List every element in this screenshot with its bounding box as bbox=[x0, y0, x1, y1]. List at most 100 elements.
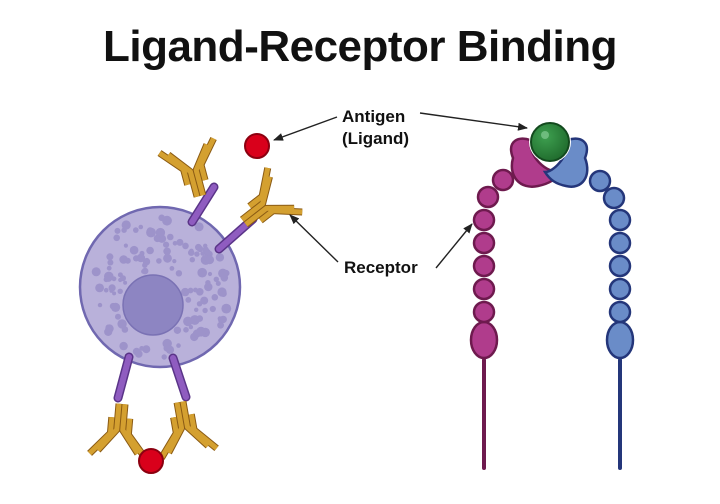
cell-granule bbox=[202, 246, 209, 253]
blue-bead bbox=[602, 186, 626, 210]
cell-granule bbox=[115, 313, 121, 320]
magenta-bead bbox=[472, 300, 496, 324]
cell-granule bbox=[142, 345, 151, 354]
cell-granule bbox=[200, 296, 209, 305]
cell-granule bbox=[196, 315, 203, 322]
receptor-chain-magenta bbox=[469, 137, 563, 470]
receptor-chain-blue bbox=[542, 137, 635, 470]
cell-granule bbox=[196, 301, 203, 307]
cell-granule bbox=[104, 271, 114, 282]
cell-granule bbox=[194, 307, 199, 312]
cell-granule bbox=[161, 354, 167, 360]
antibody bbox=[87, 403, 149, 461]
cell-granule bbox=[158, 214, 165, 222]
cell-granule bbox=[138, 224, 144, 230]
cell-granule bbox=[103, 287, 109, 293]
antigen-label-line1: Antigen bbox=[342, 107, 406, 126]
cell-granule bbox=[219, 315, 227, 324]
cell-granule bbox=[217, 287, 227, 297]
cell-granule bbox=[124, 257, 131, 264]
cell-granules bbox=[91, 214, 232, 360]
arrow-receptor-right bbox=[435, 223, 473, 269]
cell-granule bbox=[172, 241, 178, 246]
magenta-bead bbox=[472, 254, 496, 278]
cell-granule bbox=[163, 253, 172, 263]
cell-granule bbox=[194, 222, 204, 232]
cell-granule bbox=[135, 350, 143, 358]
cell-granule bbox=[221, 303, 232, 314]
cell-granule bbox=[139, 346, 145, 351]
antigen-red-top bbox=[244, 133, 270, 159]
cell-granule bbox=[117, 319, 127, 329]
antigen-label-line2: (Ligand) bbox=[342, 129, 410, 148]
cell-granule bbox=[197, 267, 207, 278]
magenta-bead bbox=[472, 277, 496, 301]
cell-granule bbox=[113, 234, 120, 242]
cell-granule bbox=[205, 255, 215, 265]
cell-granule bbox=[121, 220, 131, 230]
cell-granule bbox=[111, 302, 121, 312]
antigen-red-bottom bbox=[138, 448, 164, 474]
arrow-antigen-left bbox=[273, 116, 338, 141]
blue-bead bbox=[608, 300, 632, 324]
antigen-label: Antigen (Ligand) bbox=[342, 106, 409, 150]
cell-granule bbox=[163, 241, 170, 248]
cell-granule bbox=[123, 280, 128, 285]
magenta-bead bbox=[472, 208, 496, 232]
cell-granule bbox=[215, 253, 225, 262]
cell-granule bbox=[195, 243, 202, 251]
magenta-bead bbox=[472, 231, 496, 255]
arrow-receptor-left bbox=[289, 214, 339, 263]
cell-granule bbox=[156, 258, 162, 264]
cell-granule bbox=[155, 227, 166, 238]
cell-granule bbox=[142, 262, 148, 268]
cell-granule bbox=[112, 291, 117, 296]
cell-granule bbox=[182, 242, 189, 250]
cell-granule bbox=[123, 243, 128, 248]
blue-bead bbox=[588, 169, 612, 193]
cell-granule bbox=[169, 266, 175, 271]
cell-granule bbox=[194, 251, 200, 257]
cell-granule bbox=[187, 287, 194, 294]
antibody bbox=[157, 137, 217, 198]
cell-granule bbox=[183, 316, 193, 327]
cell-granule bbox=[173, 326, 182, 334]
cell-granule bbox=[175, 270, 183, 277]
cell-granule bbox=[91, 267, 101, 277]
cell-granule bbox=[176, 343, 181, 348]
blue-bead bbox=[608, 277, 632, 301]
cell-granule bbox=[192, 329, 201, 338]
cell-granule bbox=[144, 257, 150, 264]
magenta-bead bbox=[476, 185, 500, 209]
cell-granule bbox=[165, 345, 175, 354]
cell-granule bbox=[213, 276, 219, 282]
cell-granule bbox=[218, 268, 228, 279]
cell-granule bbox=[108, 284, 116, 292]
cell-granule bbox=[106, 265, 112, 271]
cell-granule bbox=[211, 294, 219, 301]
cell-granule bbox=[176, 238, 184, 246]
cell-granule bbox=[106, 253, 114, 261]
blue-bead bbox=[608, 254, 632, 278]
cell-granule bbox=[114, 227, 121, 234]
cell-granule bbox=[97, 302, 103, 308]
cell-granule bbox=[129, 245, 139, 255]
cell-granule bbox=[189, 257, 195, 263]
antigen-green bbox=[529, 121, 571, 163]
magenta-domain bbox=[469, 320, 499, 360]
cell-granule bbox=[188, 249, 195, 256]
immune-cell bbox=[78, 205, 242, 369]
blue-bead bbox=[608, 231, 632, 255]
receptor-label: Receptor bbox=[344, 258, 418, 277]
cell-granule bbox=[133, 227, 139, 233]
cell-granule bbox=[185, 297, 192, 303]
cell-granule bbox=[120, 275, 126, 282]
arrow-antigen-right bbox=[419, 112, 528, 131]
cell-granule bbox=[117, 288, 123, 294]
cell-granule bbox=[183, 327, 189, 333]
cell-granule bbox=[163, 247, 171, 256]
antibody bbox=[158, 400, 219, 460]
cell-granule bbox=[104, 327, 113, 336]
cell-granule bbox=[154, 235, 160, 241]
cell-granule bbox=[215, 281, 221, 286]
